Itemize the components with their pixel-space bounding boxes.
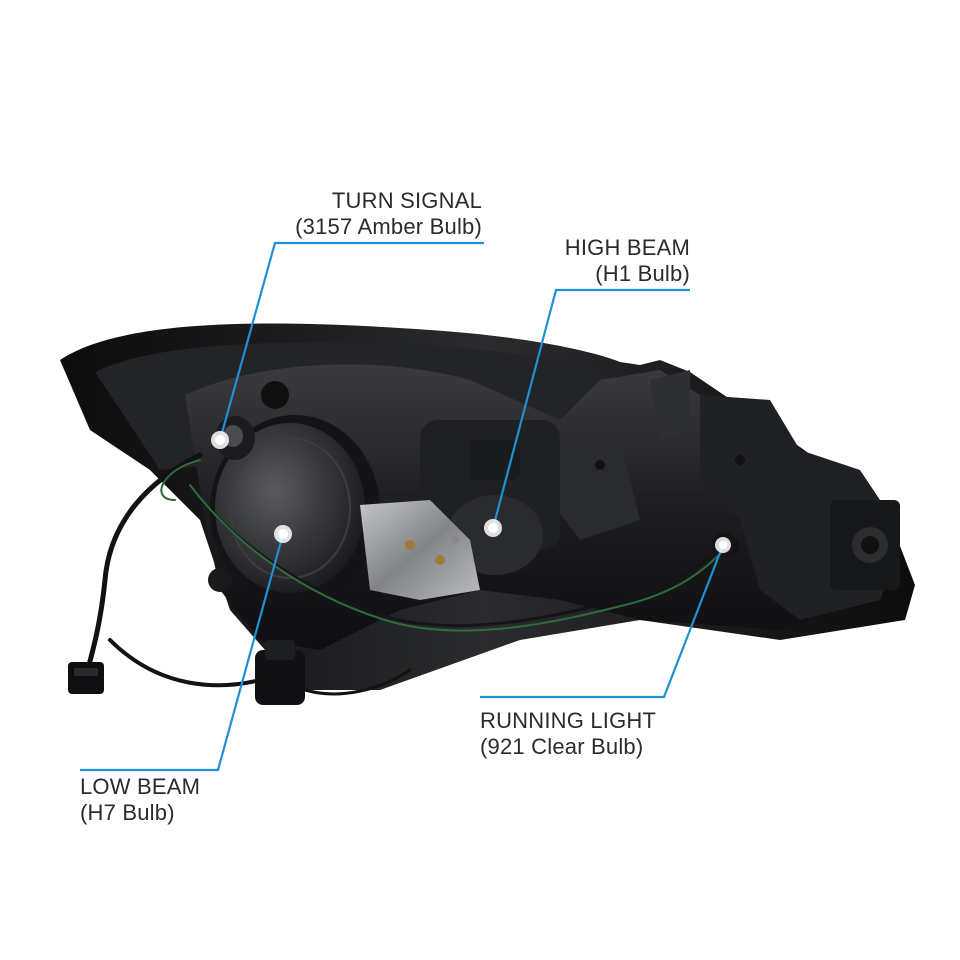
hardware-bag <box>360 500 480 600</box>
low-beam-label: LOW BEAM (H7 Bulb) <box>80 774 200 826</box>
turn-signal-dot <box>211 431 229 449</box>
high-beam-title: HIGH BEAM <box>564 235 690 260</box>
turn-signal-bulb: (3157 Amber Bulb) <box>295 214 482 239</box>
running-light-dot <box>715 537 731 553</box>
running-light-label: RUNNING LIGHT (921 Clear Bulb) <box>480 708 656 760</box>
running-light-bulb: (921 Clear Bulb) <box>480 734 644 759</box>
high-beam-dot <box>484 519 502 537</box>
high-beam-label: HIGH BEAM (H1 Bulb) <box>565 235 690 287</box>
low-beam-bulb: (H7 Bulb) <box>80 800 175 825</box>
turn-signal-title: TURN SIGNAL <box>331 188 482 213</box>
low-beam-socket <box>208 568 305 705</box>
callout-lines <box>80 241 725 772</box>
wire-connector-plug <box>68 662 104 694</box>
callout-dots <box>211 431 731 553</box>
high-beam-bulb: (H1 Bulb) <box>595 261 690 286</box>
low-beam-dot <box>274 525 292 543</box>
mounting-bracket <box>550 370 900 620</box>
turn-signal-label: TURN SIGNAL (3157 Amber Bulb) <box>295 188 482 240</box>
wiring-harness <box>82 452 723 696</box>
low-beam-title: LOW BEAM <box>80 774 201 799</box>
running-light-title: RUNNING LIGHT <box>480 708 657 733</box>
